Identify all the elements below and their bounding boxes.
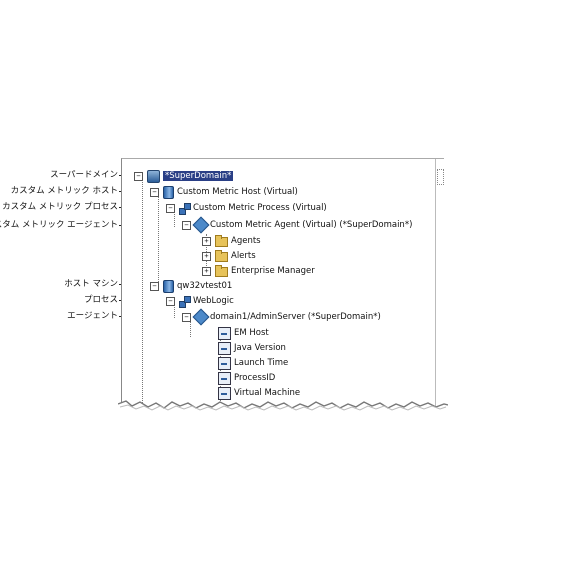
torn-edge — [118, 400, 448, 418]
agent-icon — [192, 216, 210, 234]
node-label: qw32vtest01 — [177, 281, 233, 291]
tree-node-metric[interactable]: Launch Time — [218, 356, 288, 370]
tree-guide-line — [190, 317, 191, 337]
expand-toggle-icon[interactable]: + — [202, 266, 211, 276]
node-label: Virtual Machine — [234, 388, 301, 398]
metric-icon — [218, 326, 231, 340]
tree-node-metric[interactable]: Java Version — [218, 341, 286, 355]
node-label: domain1/AdminServer (*SuperDomain*) — [210, 312, 381, 322]
tree-guide-line — [158, 196, 159, 288]
folder-icon — [215, 265, 228, 277]
metric-icon — [218, 341, 231, 355]
node-label: Java Version — [234, 343, 286, 353]
callout-label: カスタム メトリック ホスト — [10, 186, 118, 196]
tree-node-metric[interactable]: ProcessID — [218, 371, 275, 385]
node-label: Agents — [231, 236, 261, 246]
callout-label: プロセス — [83, 295, 118, 305]
tree-node-enterprise-manager[interactable]: + Enterprise Manager — [202, 264, 315, 278]
vertical-scrollbar[interactable] — [435, 159, 444, 411]
collapse-toggle-icon[interactable]: − — [150, 281, 159, 291]
tree-node-host-machine[interactable]: − qw32vtest01 — [150, 279, 232, 293]
host-icon — [163, 185, 174, 199]
tree-guide-line — [174, 211, 175, 227]
tree-node-metric[interactable]: Virtual Machine — [218, 386, 300, 400]
metric-icon — [218, 371, 231, 385]
tree-panel: − *SuperDomain* − Custom Metric Host (Vi… — [121, 158, 444, 411]
agent-icon — [192, 308, 210, 326]
node-label: WebLogic — [193, 296, 234, 306]
tree-node-superdomain[interactable]: − *SuperDomain* — [134, 169, 234, 183]
folder-icon — [215, 235, 228, 247]
collapse-toggle-icon[interactable]: − — [134, 171, 143, 181]
collapse-toggle-icon[interactable]: − — [182, 312, 191, 322]
process-icon — [179, 295, 191, 308]
folder-icon — [215, 250, 228, 262]
scroll-thumb[interactable] — [437, 169, 444, 185]
node-label: Custom Metric Host (Virtual) — [177, 187, 298, 197]
callout-label: スーパードメイン — [50, 170, 118, 180]
tree-node-custom-agent[interactable]: − Custom Metric Agent (Virtual) (*SuperD… — [182, 216, 413, 234]
callout-label: エージェント — [67, 311, 118, 321]
collapse-toggle-icon[interactable]: − — [166, 203, 175, 213]
collapse-toggle-icon[interactable]: − — [166, 296, 175, 306]
process-icon — [179, 202, 191, 215]
callout-label: ホスト マシン — [64, 279, 118, 289]
tree-node-agent[interactable]: − domain1/AdminServer (*SuperDomain*) — [182, 308, 381, 326]
callout-label: カスタム メトリック エージェント — [0, 220, 118, 230]
tree-node-agents[interactable]: + Agents — [202, 234, 261, 248]
expand-toggle-icon[interactable]: + — [202, 236, 211, 246]
metric-icon — [218, 356, 231, 370]
domain-icon — [147, 169, 160, 183]
tree-node-alerts[interactable]: + Alerts — [202, 249, 256, 263]
node-label: ProcessID — [234, 373, 276, 383]
host-icon — [163, 279, 174, 293]
tree-node-process[interactable]: − WebLogic — [166, 294, 234, 308]
tree-node-custom-process[interactable]: − Custom Metric Process (Virtual) — [166, 201, 327, 215]
node-label: Custom Metric Agent (Virtual) (*SuperDom… — [210, 220, 413, 230]
collapse-toggle-icon[interactable]: − — [150, 187, 159, 197]
node-label: Enterprise Manager — [231, 266, 315, 276]
tree-guide-line — [174, 302, 175, 318]
expand-toggle-icon[interactable]: + — [202, 251, 211, 261]
collapse-toggle-icon[interactable]: − — [182, 220, 191, 230]
metric-icon — [218, 386, 231, 400]
node-label: Alerts — [231, 251, 256, 261]
node-label: Launch Time — [234, 358, 289, 368]
tree-guide-line — [220, 331, 221, 411]
node-label: *SuperDomain* — [163, 171, 234, 181]
tree-guide-line — [142, 179, 143, 411]
tree-node-metric[interactable]: EM Host — [218, 326, 269, 340]
callout-label: カスタム メトリック プロセス — [2, 202, 118, 212]
tree-node-custom-host[interactable]: − Custom Metric Host (Virtual) — [150, 185, 298, 199]
node-label: Custom Metric Process (Virtual) — [193, 203, 327, 213]
node-label: EM Host — [234, 328, 269, 338]
